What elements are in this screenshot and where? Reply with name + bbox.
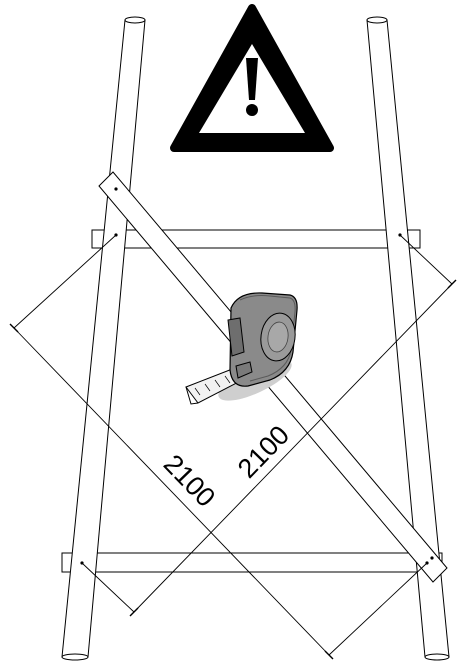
warning-exclamation-dot <box>246 104 258 116</box>
warning-sign-icon <box>170 4 334 152</box>
tape-measure-icon <box>185 292 298 405</box>
right-post <box>366 16 450 661</box>
bottom-crossbar <box>61 552 443 573</box>
measurement-diagonal-a <box>9 234 428 660</box>
measurement-diagonal-b <box>81 234 457 617</box>
dimension-label-diagonal-b: 2100 <box>232 420 295 484</box>
dimension-label-diagonal-a: 2100 <box>158 449 221 513</box>
top-crossbar <box>91 229 421 249</box>
left-post <box>61 16 146 661</box>
warning-exclamation-bar <box>246 58 258 100</box>
